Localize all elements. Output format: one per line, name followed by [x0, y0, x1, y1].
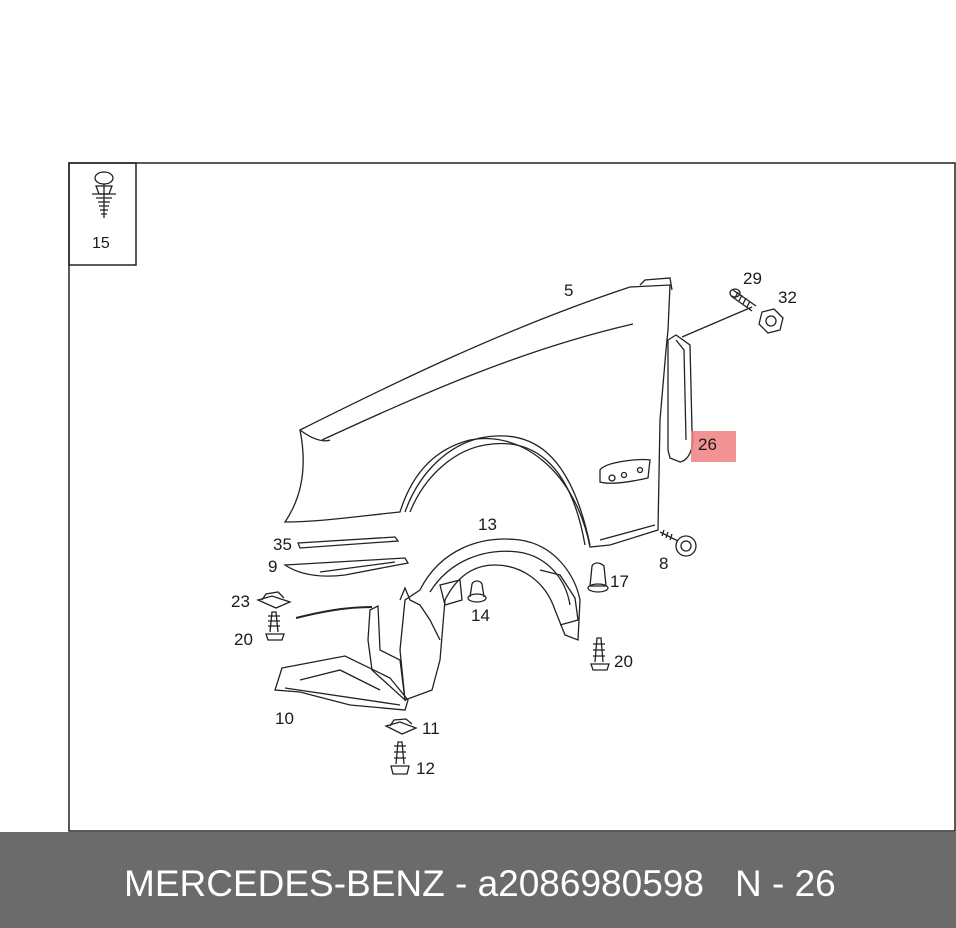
highlight-26	[691, 431, 736, 462]
screw-12-icon	[390, 741, 410, 775]
leader-line	[295, 606, 373, 619]
clip-11-icon	[384, 718, 418, 735]
part-title: MERCEDES-BENZ - a2086980598	[124, 863, 704, 904]
liner-13-shape	[367, 538, 581, 702]
callout-9: 9	[268, 557, 277, 576]
callout-14: 14	[471, 606, 490, 625]
callout-20-right: 20	[614, 652, 633, 671]
callout-11: 11	[422, 719, 440, 738]
shield-10-shape	[274, 655, 409, 711]
grommet-14-icon	[467, 580, 487, 603]
trim-shape	[667, 306, 753, 463]
callout-32: 32	[778, 288, 797, 307]
callout-20-left: 20	[234, 630, 253, 649]
nut-32-icon	[758, 308, 784, 334]
fender-shape	[283, 277, 673, 548]
screw-8-icon	[659, 529, 697, 557]
fastener-29-icon	[729, 288, 757, 312]
screw-20-left-icon	[265, 611, 285, 641]
strip-35-shape	[297, 536, 400, 549]
callout-8: 8	[659, 554, 668, 573]
callout-10: 10	[275, 709, 294, 728]
callout-17: 17	[610, 572, 629, 591]
callout-26: 26	[698, 435, 717, 454]
clip-17-icon	[587, 562, 609, 593]
inset-label: 15	[92, 235, 110, 252]
strip-9-shape	[283, 557, 410, 577]
clip-23-icon	[256, 591, 292, 609]
callout-12: 12	[416, 759, 435, 778]
part-code: N - 26	[735, 863, 836, 904]
callout-5: 5	[564, 281, 573, 300]
screw-20-right-icon	[590, 637, 610, 671]
footer-bar: MERCEDES-BENZ - a2086980598 N - 26	[0, 832, 956, 928]
clip-icon	[92, 171, 116, 218]
diagram-frame	[68, 162, 956, 832]
inset-box	[68, 162, 137, 266]
parts-diagram: 15	[68, 162, 956, 832]
callout-35: 35	[273, 535, 292, 554]
callout-29: 29	[743, 269, 762, 288]
callout-23: 23	[231, 592, 250, 611]
callout-13: 13	[478, 515, 497, 534]
